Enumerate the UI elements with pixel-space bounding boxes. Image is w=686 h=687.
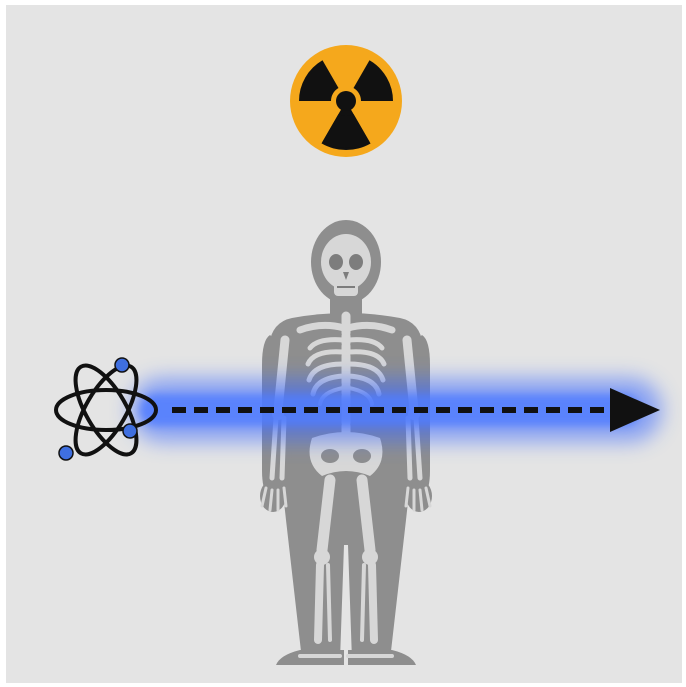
skull bbox=[321, 234, 371, 290]
radiation-beam bbox=[130, 378, 662, 442]
beam-glow-inner bbox=[140, 394, 640, 426]
eye-socket-left bbox=[329, 254, 343, 270]
atom-electron-1 bbox=[115, 358, 129, 372]
radiation-center bbox=[336, 91, 356, 111]
atom-electron-3 bbox=[59, 446, 73, 460]
atom-electron-2 bbox=[123, 424, 137, 438]
figure-legs bbox=[280, 465, 412, 660]
human-skeleton-icon bbox=[260, 220, 432, 665]
eye-socket-right bbox=[349, 254, 363, 270]
radiation-symbol-icon bbox=[287, 45, 402, 165]
